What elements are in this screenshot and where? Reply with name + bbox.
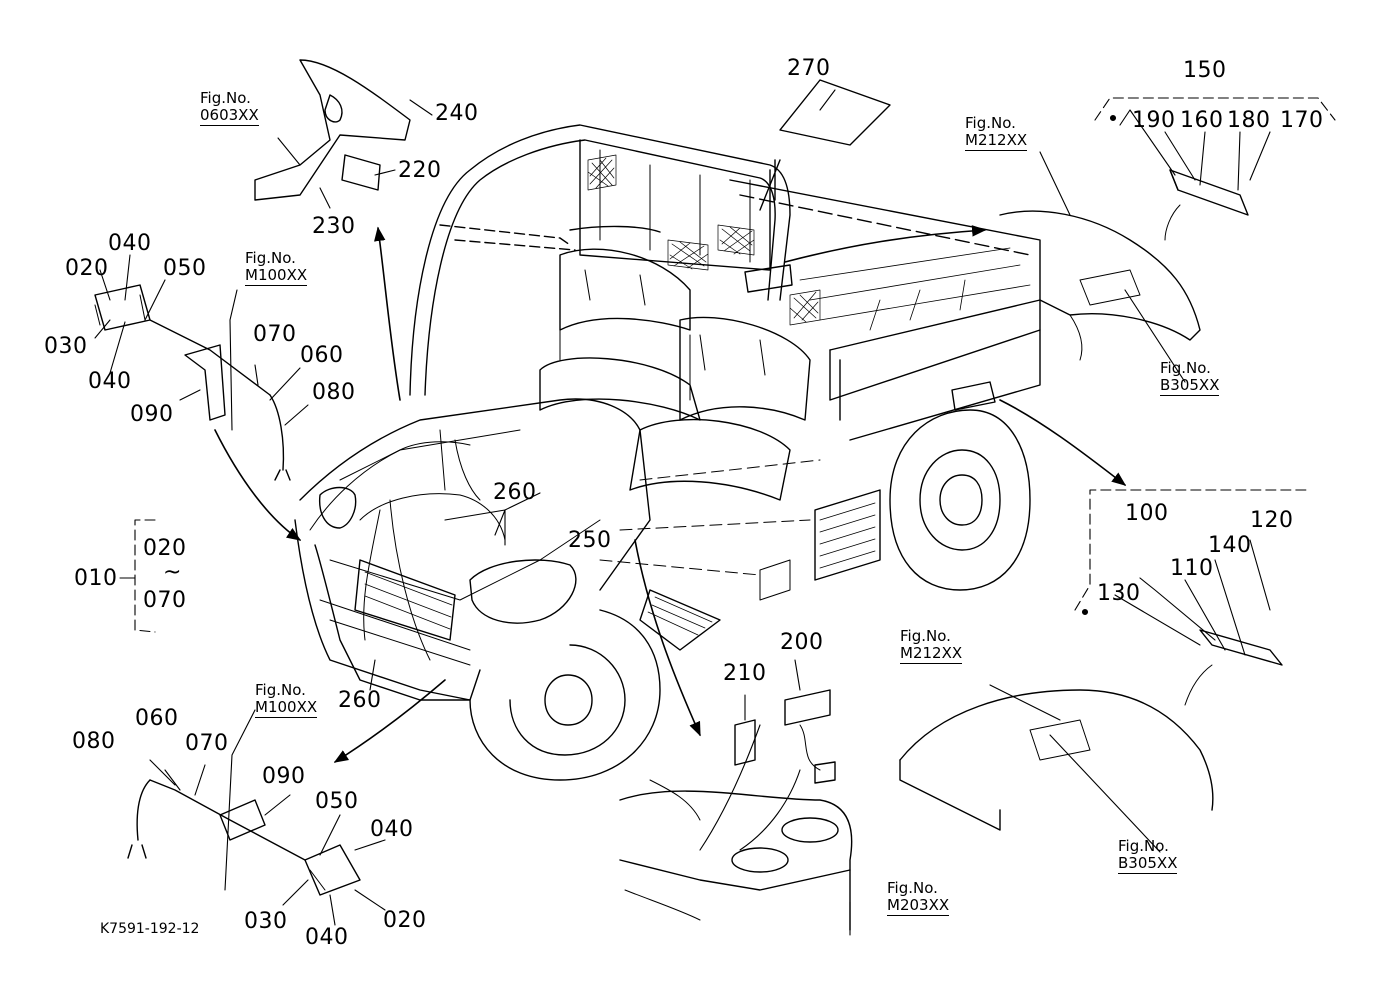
- fig-ref-code: B305XX: [1118, 854, 1178, 874]
- part-label-020: 020: [65, 256, 109, 281]
- part-label-270: 270: [787, 56, 831, 81]
- fig-ref-m203: Fig.No. M203XX: [887, 879, 950, 916]
- utility-vehicle-drawing: [94, 59, 1283, 931]
- part-label-210: 210: [723, 661, 767, 686]
- part-label-230: 230: [312, 214, 356, 239]
- part-label-050: 050: [315, 789, 359, 814]
- fig-ref-title: Fig.No.: [965, 114, 1016, 132]
- part-label-070: 070: [185, 731, 229, 756]
- part-label-200: 200: [780, 630, 824, 655]
- part-label-180: 180: [1227, 108, 1271, 133]
- part-label-040: 040: [305, 925, 349, 950]
- part-label-030: 030: [244, 909, 288, 934]
- fig-ref-code: M212XX: [965, 131, 1028, 151]
- part-label-070: 070: [253, 322, 297, 347]
- diagram-code: K7591-192-12: [100, 921, 200, 937]
- part-label-120: 120: [1250, 508, 1294, 533]
- part-label-060: 060: [300, 343, 344, 368]
- part-label-170: 170: [1280, 108, 1324, 133]
- fig-ref-title: Fig.No.: [245, 249, 296, 267]
- part-label-090: 090: [130, 402, 174, 427]
- part-label-080: 080: [72, 729, 116, 754]
- fig-ref-m212-upper: Fig.No. M212XX: [965, 114, 1028, 151]
- fig-ref-title: Fig.No.: [1118, 837, 1169, 855]
- fig-ref-b305-lower: Fig.No. B305XX: [1118, 837, 1178, 874]
- part-label-080: 080: [312, 380, 356, 405]
- part-label-100: 100: [1125, 501, 1169, 526]
- part-label-140: 140: [1208, 533, 1252, 558]
- part-label-240: 240: [435, 101, 479, 126]
- fig-ref-code: M100XX: [245, 266, 308, 286]
- part-label-030: 030: [44, 334, 88, 359]
- fig-ref-code: M212XX: [900, 644, 963, 664]
- fig-ref-code: M100XX: [255, 698, 318, 718]
- part-label-260: 260: [338, 688, 382, 713]
- part-label-090: 090: [262, 764, 306, 789]
- fig-ref-b305-upper: Fig.No. B305XX: [1160, 359, 1220, 396]
- part-label-110: 110: [1170, 556, 1214, 581]
- part-label-220: 220: [398, 158, 442, 183]
- part-label-050: 050: [163, 256, 207, 281]
- fig-ref-title: Fig.No.: [1160, 359, 1211, 377]
- fig-ref-title: Fig.No.: [887, 879, 938, 897]
- fig-ref-m100-lower: Fig.No. M100XX: [255, 681, 318, 718]
- fig-ref-title: Fig.No.: [200, 89, 251, 107]
- part-label-020-group: 020: [143, 536, 187, 561]
- fig-ref-title: Fig.No.: [255, 681, 306, 699]
- part-label-250: 250: [568, 528, 612, 553]
- part-label-tilde: ~: [163, 560, 182, 585]
- fig-ref-code: B305XX: [1160, 376, 1220, 396]
- part-label-020: 020: [383, 908, 427, 933]
- fig-ref-code: 0603XX: [200, 106, 259, 126]
- part-label-040: 040: [370, 817, 414, 842]
- part-label-130: 130: [1097, 581, 1141, 606]
- part-label-040: 040: [88, 369, 132, 394]
- part-label-160: 160: [1180, 108, 1224, 133]
- part-label-190: 190: [1132, 108, 1176, 133]
- fig-ref-code: M203XX: [887, 896, 950, 916]
- part-label-040: 040: [108, 231, 152, 256]
- part-label-150: 150: [1183, 58, 1227, 83]
- part-label-260: 260: [493, 480, 537, 505]
- fig-ref-0603: Fig.No. 0603XX: [200, 90, 259, 126]
- part-label-010: 010: [74, 566, 118, 591]
- part-label-060: 060: [135, 706, 179, 731]
- fig-ref-m100-upper: Fig.No. M100XX: [245, 249, 308, 286]
- part-label-070-group: 070: [143, 588, 187, 613]
- leader-lines: [94, 89, 1336, 936]
- fig-ref-title: Fig.No.: [900, 627, 951, 645]
- fig-ref-m212-lower: Fig.No. M212XX: [900, 627, 963, 664]
